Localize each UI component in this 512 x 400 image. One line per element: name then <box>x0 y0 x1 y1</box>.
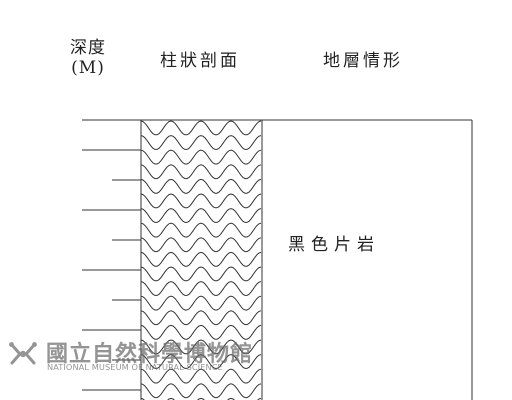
depth-header: 深度 (M) <box>58 38 118 78</box>
schist-wave-line <box>140 383 262 399</box>
schist-wave-line <box>140 266 262 282</box>
schist-wave-line <box>140 135 262 150</box>
schist-wave-line <box>140 193 262 209</box>
schist-wave-line <box>140 368 262 384</box>
column-section-header: 柱狀剖面 <box>160 51 240 71</box>
museum-name-english: NATIONAL MUSEUM OF NATURAL SCIENCE <box>47 362 223 372</box>
schist-wave-line <box>140 324 262 340</box>
museum-logo-icon <box>9 342 37 365</box>
museum-name-chinese: 國立自然科學博物館 <box>46 342 254 367</box>
schist-wave-line <box>140 397 262 400</box>
schist-wave-line <box>140 237 262 253</box>
schist-wave-line <box>140 295 262 311</box>
strata-header: 地層情形 <box>323 51 403 71</box>
depth-header-label: 深度 <box>70 38 106 58</box>
column-frame <box>82 119 473 400</box>
schist-pattern <box>140 120 262 400</box>
schist-wave-line <box>140 208 262 223</box>
layer-label-black-schist: 黑色片岩 <box>288 235 380 255</box>
schist-wave-line <box>140 281 262 296</box>
schist-wave-line <box>140 222 262 238</box>
schist-wave-line <box>140 251 262 267</box>
schist-wave-line <box>140 178 262 194</box>
depth-header-unit: (M) <box>71 58 105 78</box>
schist-wave-line <box>140 120 262 136</box>
schist-wave-line <box>140 339 262 355</box>
schist-wave-line <box>140 354 262 369</box>
schist-wave-line <box>140 149 262 165</box>
depth-ticks <box>82 149 141 391</box>
schist-wave-line <box>140 310 262 326</box>
museum-watermark: 國立自然科學博物館 NATIONAL MUSEUM OF NATURAL SCI… <box>8 338 266 372</box>
schist-wave-line <box>140 164 262 180</box>
